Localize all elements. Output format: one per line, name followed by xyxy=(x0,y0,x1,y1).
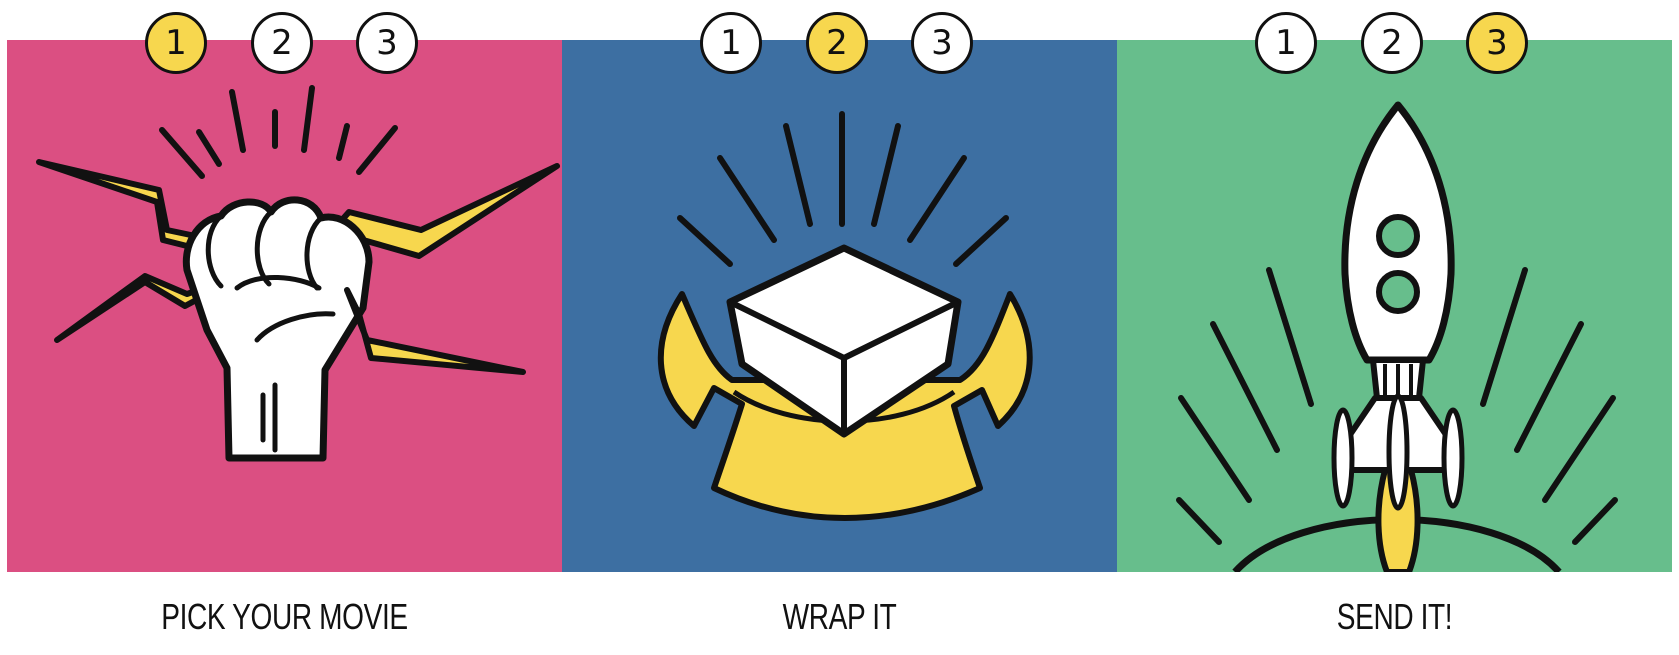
step-caption: PICK YOUR MOVIE xyxy=(161,596,408,637)
step-illustration-panel xyxy=(7,40,562,572)
step-caption: WRAP IT xyxy=(782,596,897,637)
step-badge-1[interactable]: 1 xyxy=(145,12,207,74)
gift-box-ribbon-icon xyxy=(657,111,1033,521)
step-badge-2[interactable]: 2 xyxy=(1361,12,1423,74)
step-badge-3[interactable]: 3 xyxy=(356,12,418,74)
step-badge-2[interactable]: 2 xyxy=(806,12,868,74)
step-badge-2[interactable]: 2 xyxy=(251,12,313,74)
step-2: 1 2 3 WRAP IT xyxy=(562,0,1117,655)
step-1: 1 2 3 xyxy=(7,0,562,655)
step-indicator: 1 2 3 xyxy=(700,12,980,80)
step-illustration-panel xyxy=(1117,40,1672,572)
step-badge-3[interactable]: 3 xyxy=(911,12,973,74)
step-badge-3[interactable]: 3 xyxy=(1466,12,1528,74)
rocket-icon xyxy=(1176,101,1618,572)
step-3: 1 2 3 xyxy=(1117,0,1672,655)
steps-row: 1 2 3 xyxy=(7,0,1672,655)
step-indicator: 1 2 3 xyxy=(145,12,425,80)
fist-lightning-icon xyxy=(36,85,560,462)
step-indicator: 1 2 3 xyxy=(1255,12,1535,80)
step-badge-1[interactable]: 1 xyxy=(700,12,762,74)
step-illustration-panel xyxy=(562,40,1117,572)
step-badge-1[interactable]: 1 xyxy=(1255,12,1317,74)
step-caption: SEND IT! xyxy=(1336,596,1453,637)
